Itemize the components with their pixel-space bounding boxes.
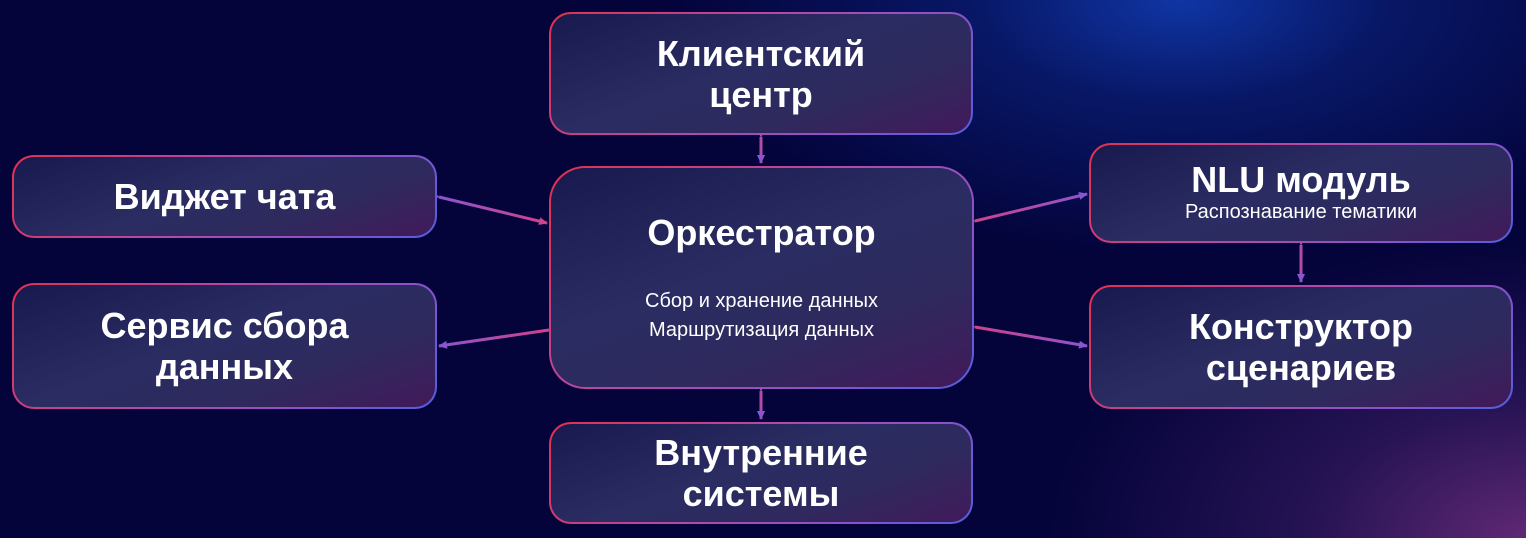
arrow-orchestrator-scenario-builder	[966, 321, 1088, 349]
node-subtitle: Распознавание тематики	[1184, 201, 1418, 223]
node-scenario-builder: Конструктор сценариев	[1089, 285, 1513, 409]
node-orchestrator: Оркестратор Сбор и хранение данных Маршр…	[549, 166, 974, 389]
node-title: NLU модуль	[1191, 159, 1411, 200]
node-title: данных	[155, 346, 294, 387]
node-title: Сервис сбора	[100, 305, 349, 346]
node-title: Внутренние	[654, 432, 868, 473]
node-subtitle: Маршрутизация данных	[649, 319, 874, 341]
node-chat-widget: Виджет чата	[12, 155, 437, 238]
node-title: Конструктор	[1188, 306, 1414, 347]
node-title: Оркестратор	[647, 212, 876, 253]
node-title: Виджет чата	[113, 176, 336, 217]
node-title: центр	[709, 73, 813, 115]
node-title: сценариев	[1205, 347, 1397, 388]
node-subtitle: Сбор и хранение данных	[645, 290, 878, 312]
node-internal-systems: Внутренние системы	[549, 422, 973, 524]
arrow-orchestrator-nlu	[966, 191, 1088, 227]
arrow-chat-widget-orchestrator	[430, 191, 548, 226]
arrow-orchestrator-data-service	[438, 328, 550, 349]
node-title: системы	[682, 473, 840, 514]
node-client-center: Клиентский центр	[549, 12, 973, 135]
node-data-service: Сервис сбора данных	[12, 283, 437, 409]
node-title: Клиентский	[656, 32, 866, 74]
node-nlu-module: NLU модуль Распознавание тематики	[1089, 143, 1513, 243]
